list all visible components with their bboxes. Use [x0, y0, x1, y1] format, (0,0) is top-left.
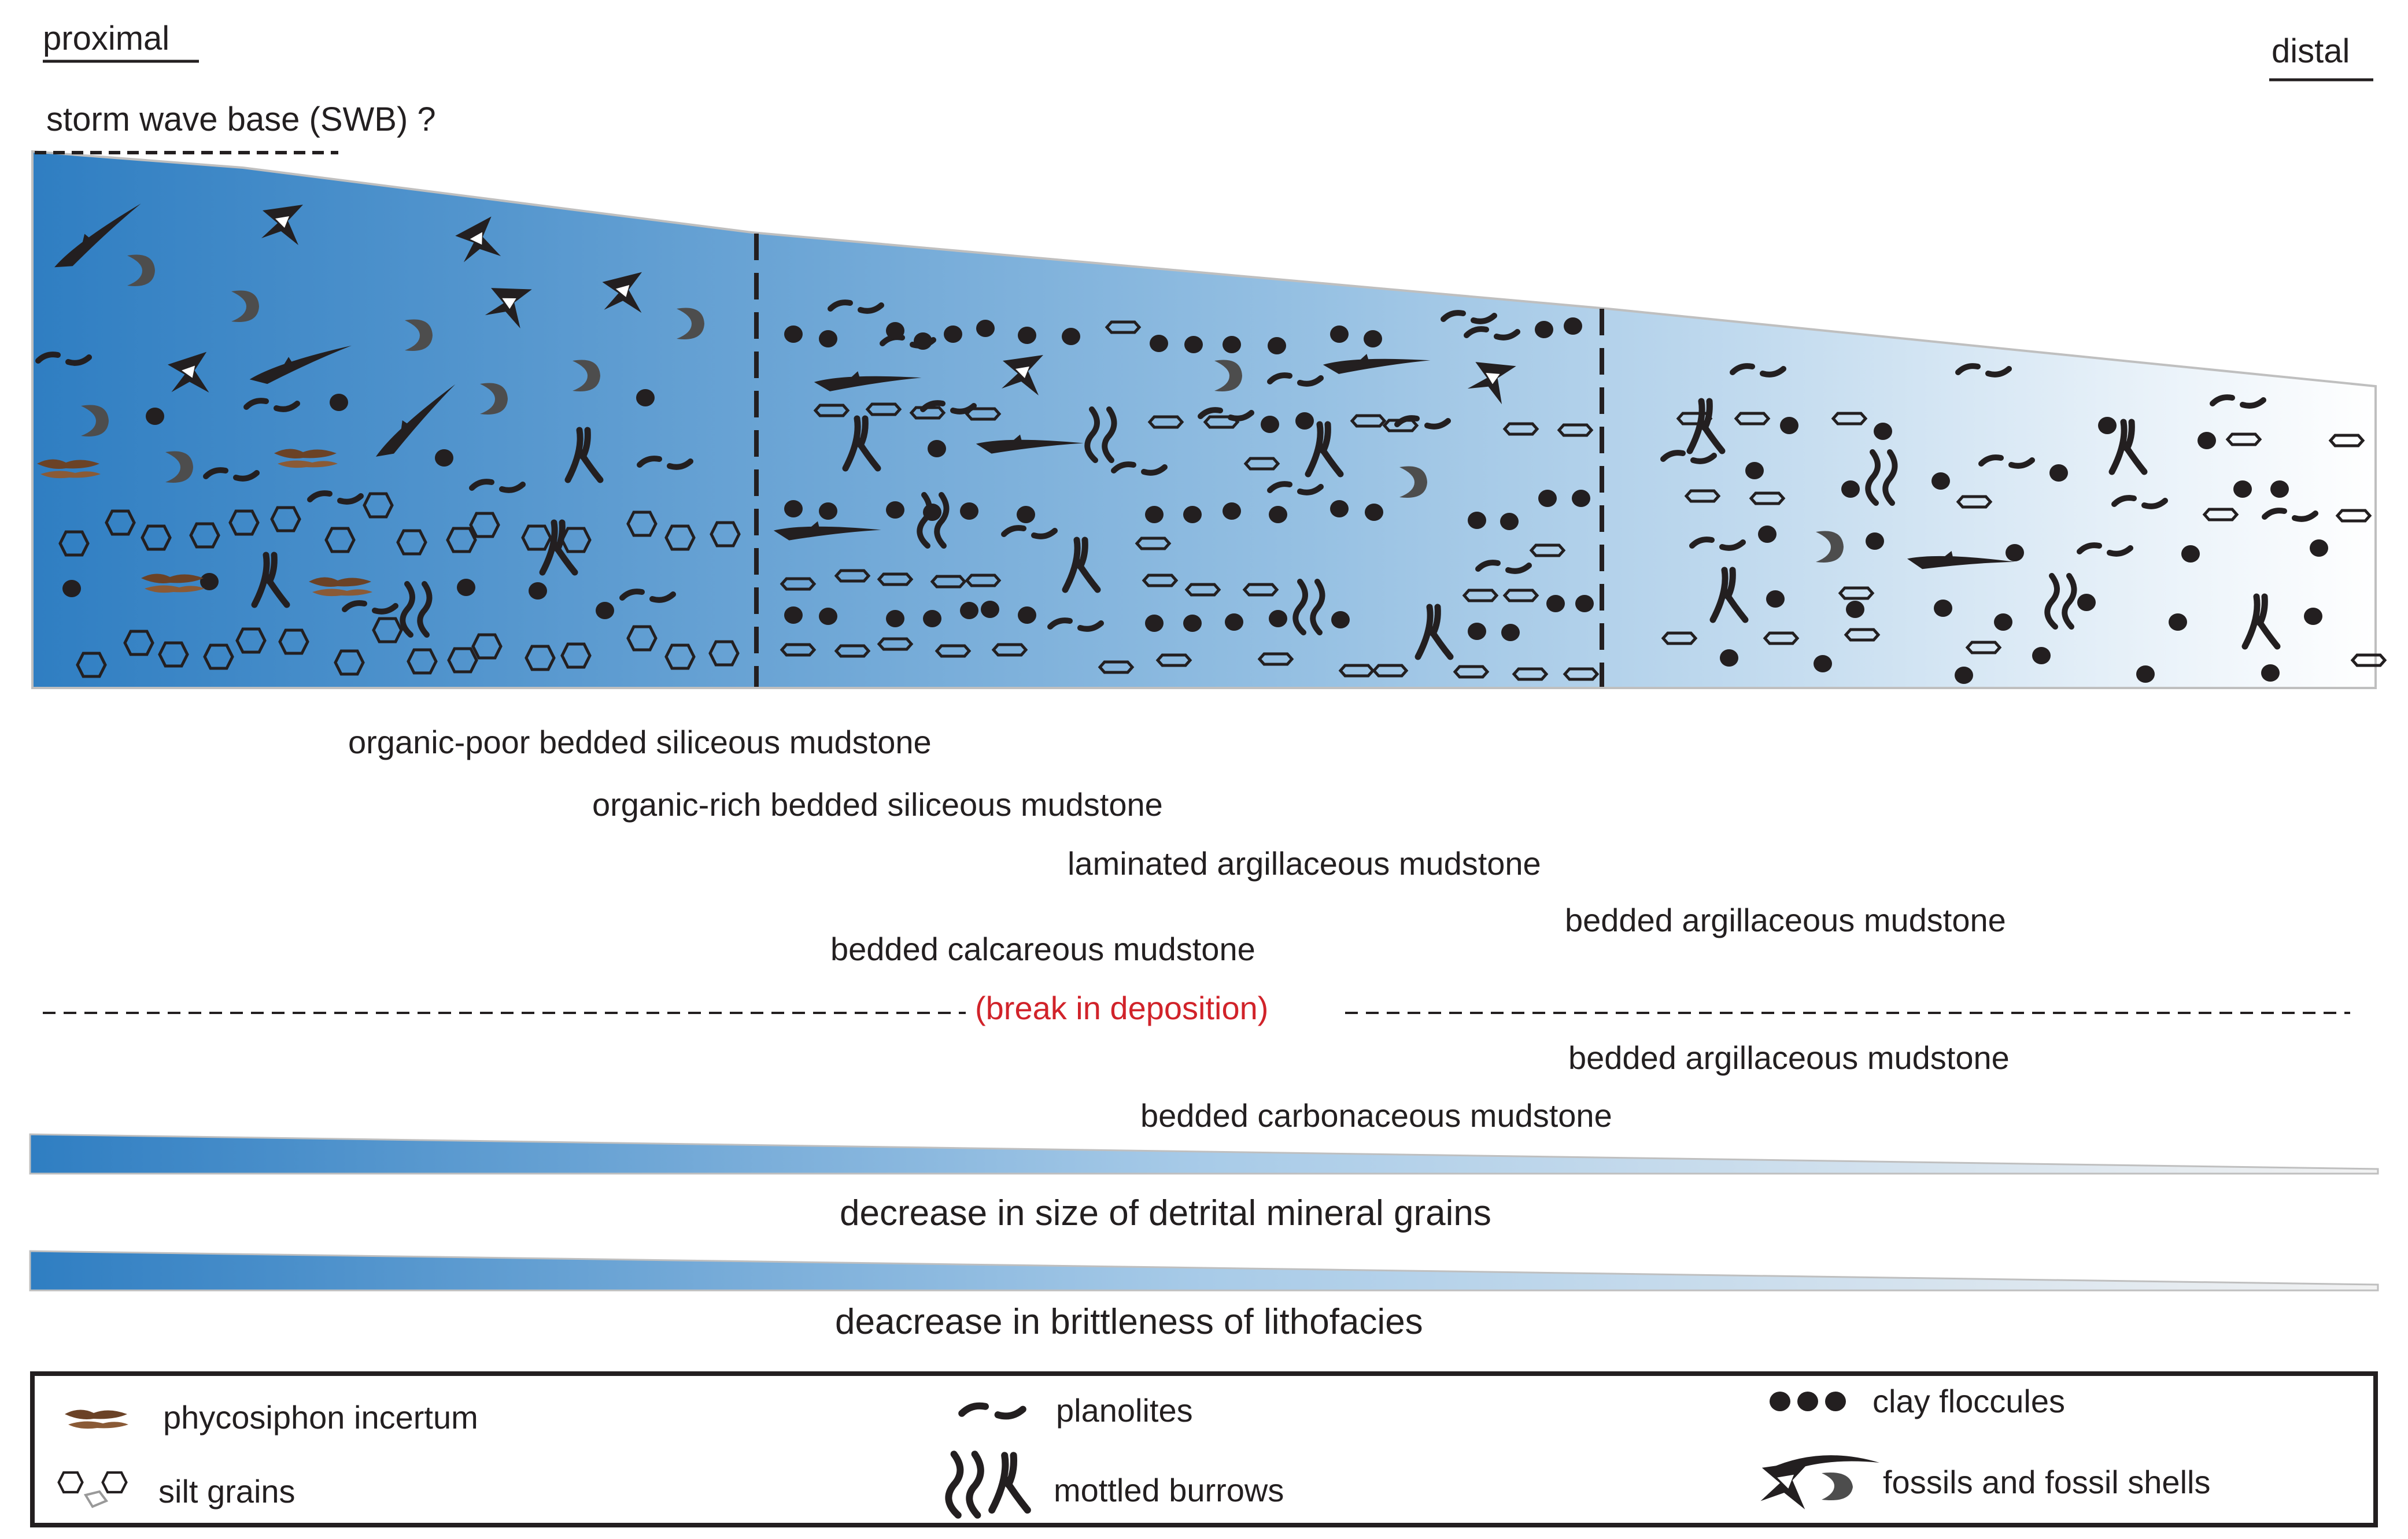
legend-phycosiphon-label: phycosiphon incertum	[163, 1399, 478, 1436]
storm-wave-base-label: storm wave base (SWB) ?	[46, 101, 436, 138]
break-in-deposition-label: (break in deposition)	[975, 990, 1269, 1026]
brittleness-trend-label: deacrease in brittleness of lithofacies	[835, 1302, 1423, 1342]
legend-clay-floccules-label: clay floccules	[1873, 1383, 2066, 1419]
legend-planolites-label: planolites	[1056, 1392, 1193, 1429]
brittleness-trend-bar	[29, 1250, 2379, 1292]
laminated-argillaceous-label: laminated argillaceous mudstone	[1068, 845, 1541, 882]
legend-fossils-label: fossils and fossil shells	[1883, 1464, 2211, 1500]
grain-size-trend-bar	[29, 1133, 2379, 1175]
proximal-label: proximal	[43, 20, 170, 57]
grain-size-trend-label: decrease in size of detrital mineral gra…	[840, 1193, 1491, 1233]
bedded-argillaceous-upper-label: bedded argillaceous mudstone	[1565, 902, 2006, 938]
legend-fossils-icon	[1760, 1455, 1879, 1510]
legend-box	[30, 1371, 2378, 1527]
organic-rich-siliceous-label: organic-rich bedded siliceous mudstone	[592, 786, 1163, 823]
bedded-carbonaceous-label: bedded carbonaceous mudstone	[1140, 1097, 1612, 1134]
distal-label: distal	[2272, 32, 2350, 70]
bedded-argillaceous-lower-label: bedded argillaceous mudstone	[1568, 1039, 2010, 1076]
organic-poor-siliceous-label: organic-poor bedded siliceous mudstone	[348, 724, 932, 760]
depositional-profile	[31, 150, 2377, 689]
legend-silt-grains-label: silt grains	[158, 1473, 296, 1510]
legend-symbols	[59, 1392, 1879, 1515]
bedded-calcareous-label: bedded calcareous mudstone	[830, 931, 1255, 967]
legend-mottled-burrows-label: mottled burrows	[1054, 1472, 1284, 1508]
legend-silt-grains-icon	[59, 1473, 127, 1508]
legend-clay-floccules-icon	[1770, 1392, 1846, 1411]
